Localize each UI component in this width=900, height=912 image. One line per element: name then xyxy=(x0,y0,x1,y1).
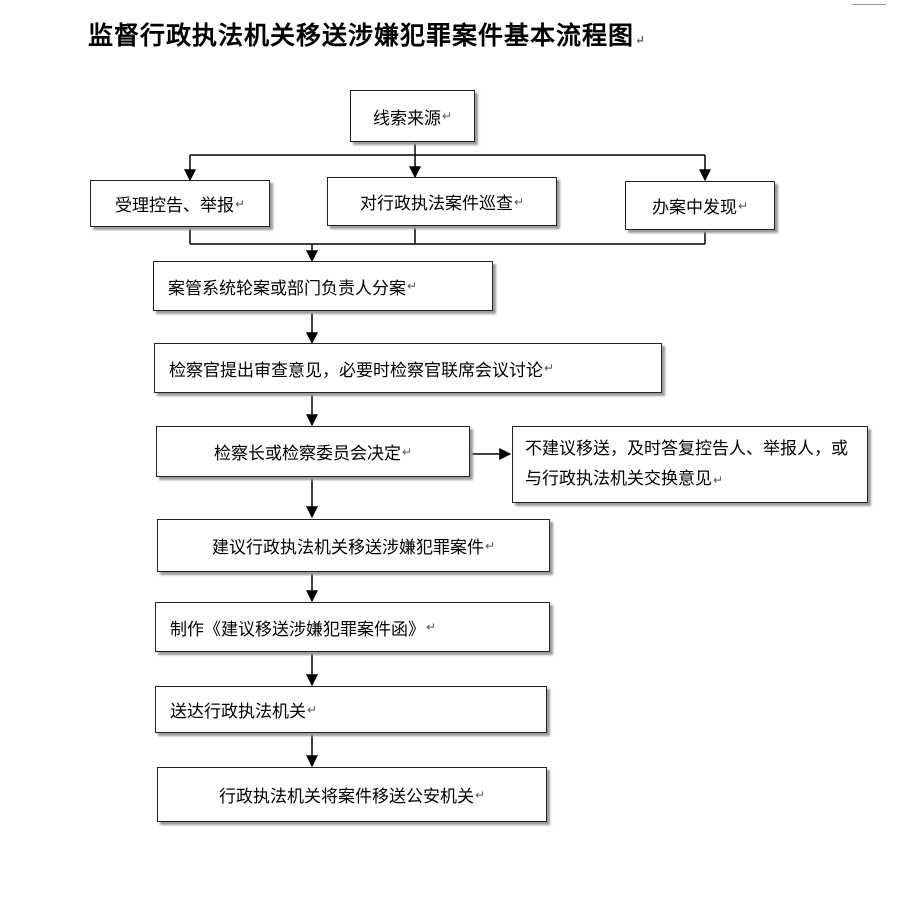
node-deliver: 送达行政执法机关↵ xyxy=(155,686,547,733)
node-no-transfer: 不建议移送，及时答复控告人、举报人，或与行政执法机关交换意见↵ xyxy=(512,426,868,503)
node-decision: 检察长或检察委员会决定↵ xyxy=(156,426,470,477)
node-review: 检察官提出审查意见，必要时检察官联席会议讨论↵ xyxy=(154,343,662,393)
node-assign: 案管系统轮案或部门负责人分案↵ xyxy=(153,261,493,311)
node-letter: 制作《建议移送涉嫌犯罪案件函》↵ xyxy=(155,602,550,652)
node-complaint: 受理控告、举报↵ xyxy=(90,180,270,227)
page-title: 监督行政执法机关移送涉嫌犯罪案件基本流程图↵ xyxy=(88,21,647,50)
node-transfer: 行政执法机关将案件移送公安机关↵ xyxy=(157,767,547,822)
node-suggest: 建议行政执法机关移送涉嫌犯罪案件↵ xyxy=(157,519,550,572)
page-corner-mark xyxy=(852,0,886,5)
node-inspection: 对行政执法案件巡查↵ xyxy=(327,177,557,226)
node-source: 线索来源↵ xyxy=(350,90,475,142)
node-discovered: 办案中发现↵ xyxy=(625,181,775,230)
